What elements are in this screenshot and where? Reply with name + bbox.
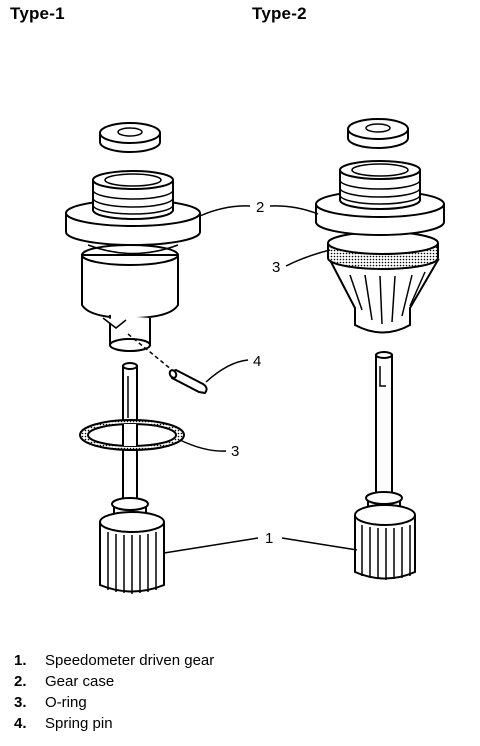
type2-driven-gear xyxy=(354,491,416,580)
legend-number: 1. xyxy=(14,652,27,669)
legend-label: Spring pin xyxy=(45,715,113,732)
speedometer-gear-diagram: 2 4 3 1 3 xyxy=(65,118,445,594)
type1-top-washer xyxy=(99,122,161,153)
legend-label: O-ring xyxy=(45,694,87,711)
legend-label: Speedometer driven gear xyxy=(45,652,215,669)
type1-gear-case xyxy=(65,170,201,352)
callout-3-type2: 3 xyxy=(272,259,280,276)
legend-number: 2. xyxy=(14,673,27,690)
callout-3-type1: 3 xyxy=(231,443,239,460)
callout-4: 4 xyxy=(253,353,261,370)
callout-lines xyxy=(163,205,358,554)
callout-2-type1: 2 xyxy=(256,199,264,216)
parts-legend: 1. Speedometer driven gear 2. Gear case … xyxy=(14,650,214,734)
legend-item: 2. Gear case xyxy=(14,671,214,692)
legend-item: 4. Spring pin xyxy=(14,713,214,734)
legend-number: 4. xyxy=(14,715,27,732)
callout-numbers: 2 4 3 1 3 xyxy=(231,199,280,547)
legend-item: 3. O-ring xyxy=(14,692,214,713)
type1-pin-guide-line xyxy=(127,333,173,371)
type1-driven-gear xyxy=(99,497,165,594)
type1-spring-pin xyxy=(168,368,208,395)
type2-top-washer xyxy=(347,118,409,149)
type-2-title: Type-2 xyxy=(252,4,307,23)
callout-1: 1 xyxy=(265,530,273,547)
type2-gear-case xyxy=(315,160,445,334)
type2-shaft xyxy=(375,351,393,506)
type-1-assembly xyxy=(65,122,208,594)
legend-item: 1. Speedometer driven gear xyxy=(14,650,214,671)
type-2-assembly xyxy=(315,118,445,580)
type1-o-ring xyxy=(79,419,185,451)
type-1-title: Type-1 xyxy=(10,4,65,23)
legend-label: Gear case xyxy=(45,673,115,690)
legend-number: 3. xyxy=(14,694,27,711)
